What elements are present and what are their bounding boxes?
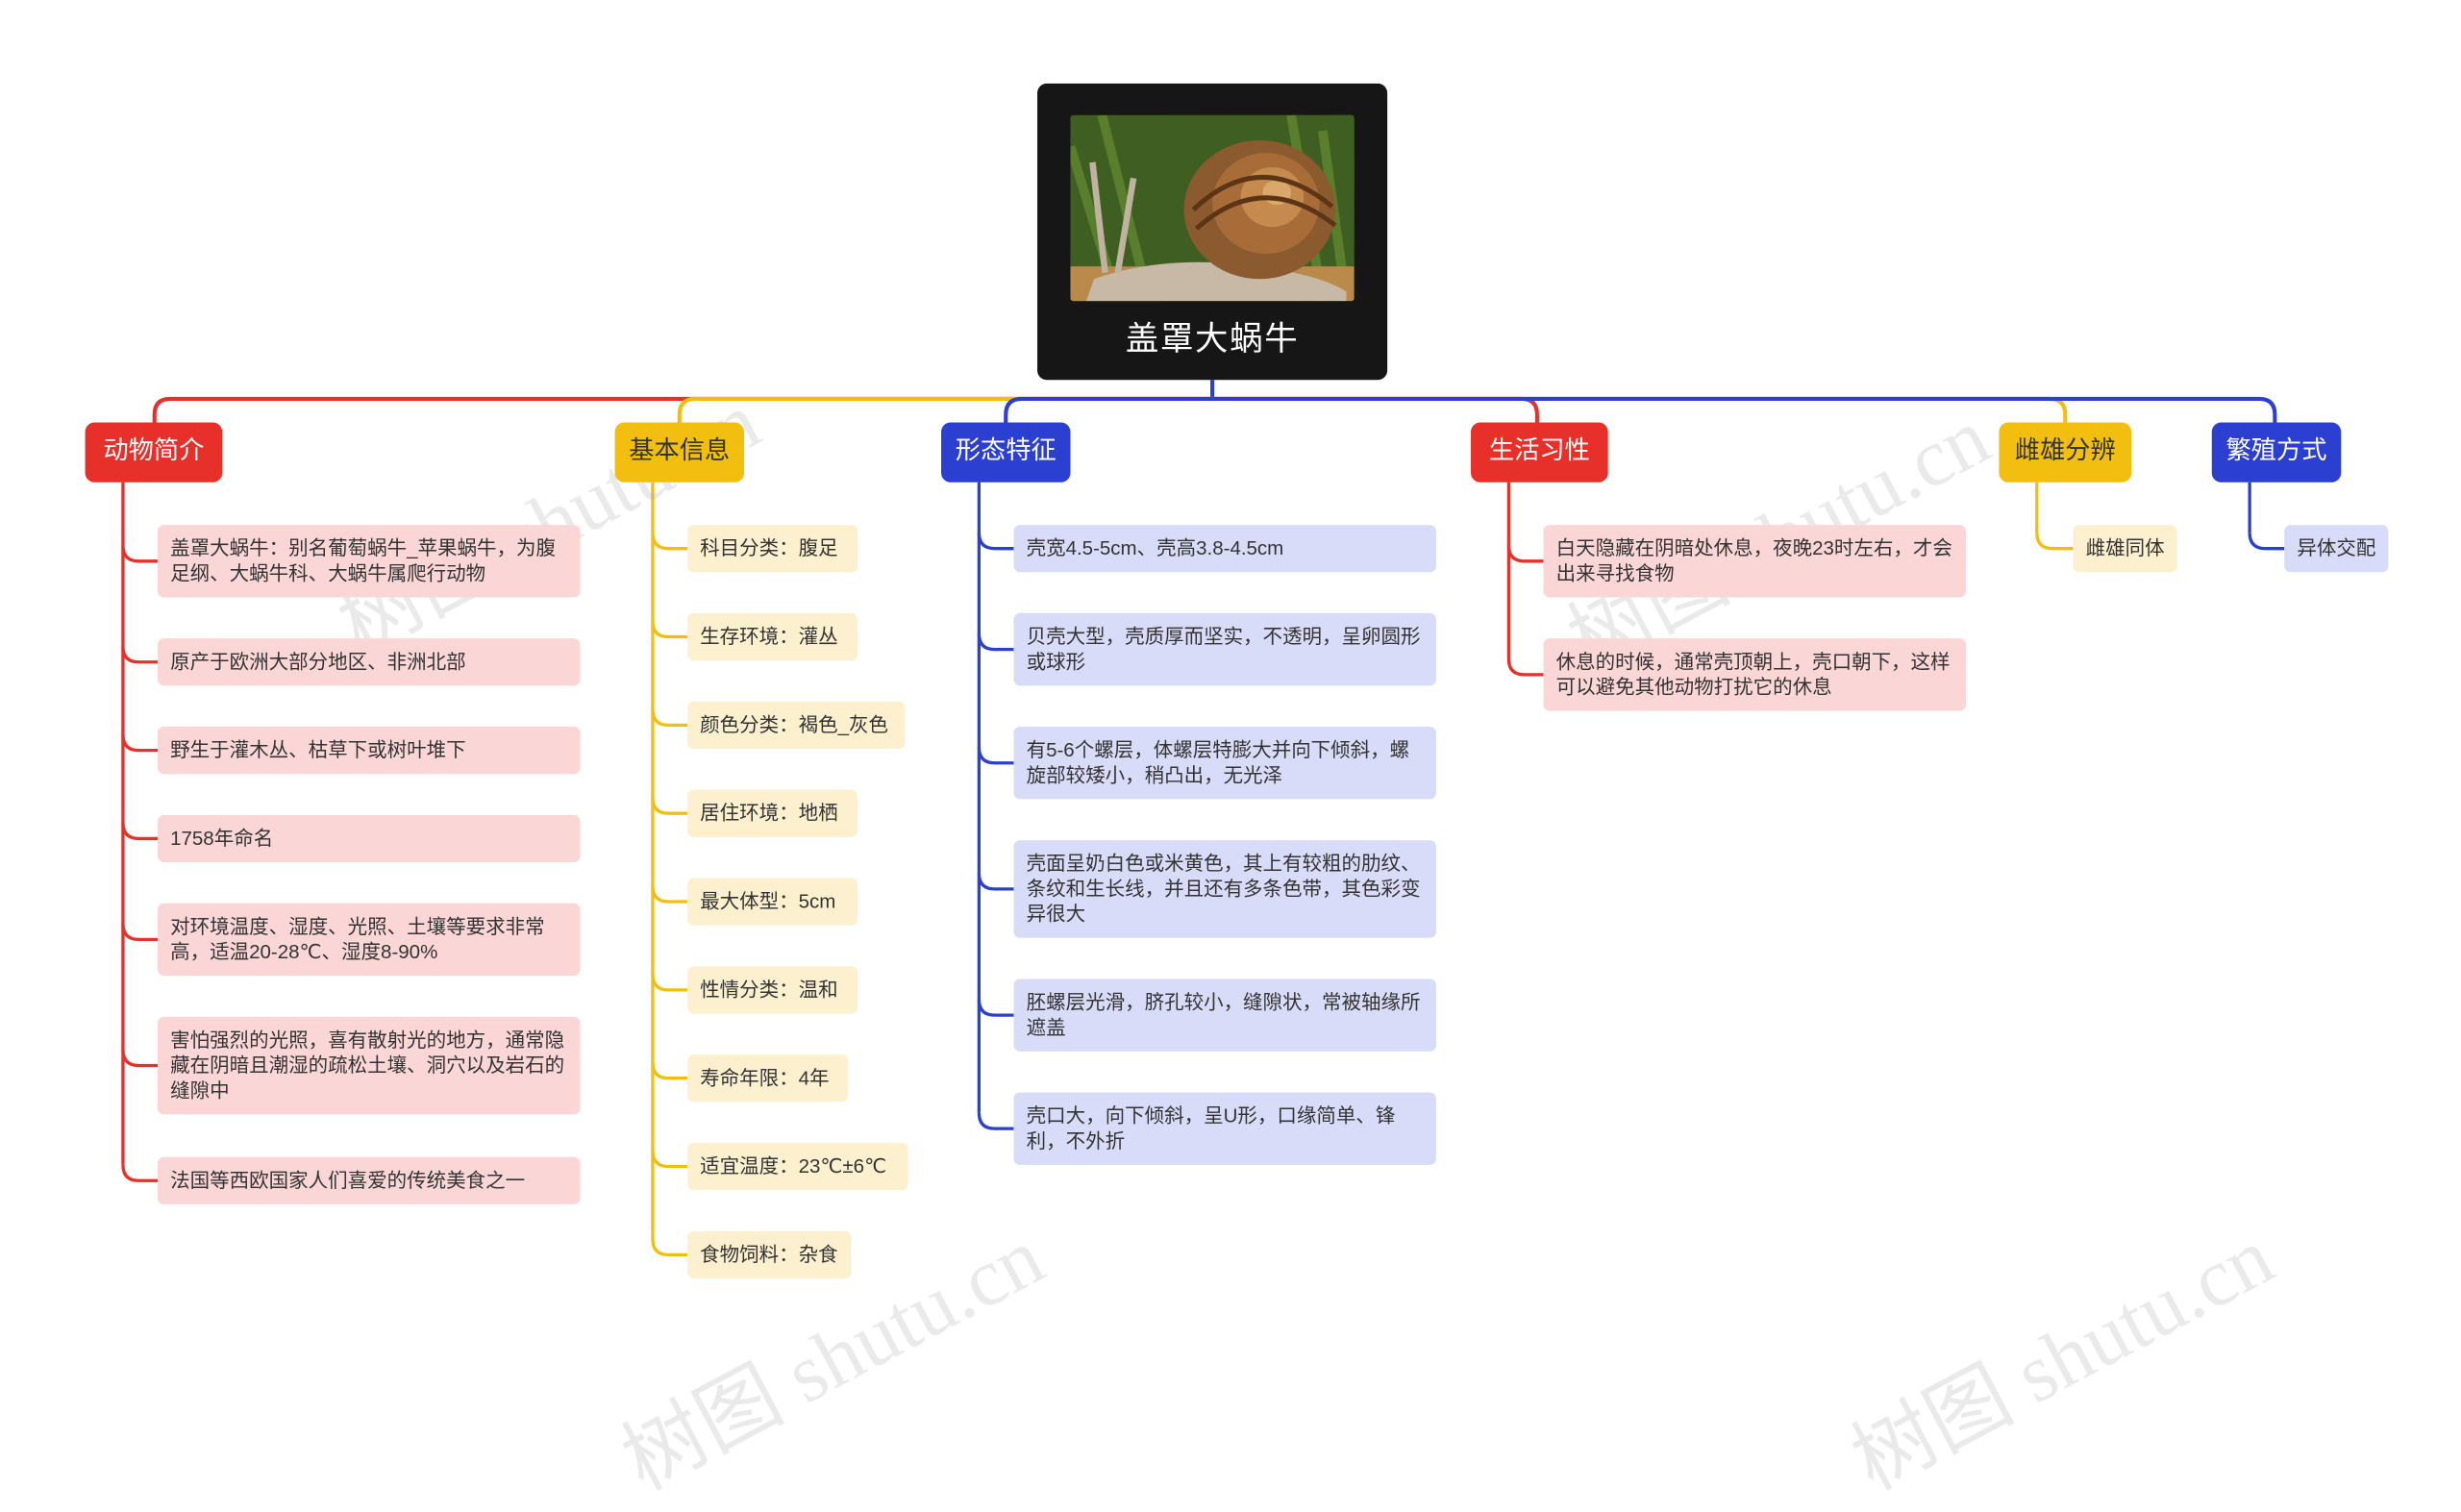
leaf-node[interactable]: 原产于欧洲大部分地区、非洲北部	[157, 638, 581, 686]
leaf-node[interactable]: 盖罩大蜗牛：别名葡萄蜗牛_苹果蜗牛，为腹足纲、大蜗牛科、大蜗牛属爬行动物	[157, 525, 581, 598]
leaf-node[interactable]: 白天隐藏在阴暗处休息，夜晚23时左右，才会出来寻找食物	[1543, 525, 1966, 598]
leaf-node[interactable]: 害怕强烈的光照，喜有散射光的地方，通常隐藏在阴暗且潮湿的疏松土壤、洞穴以及岩石的…	[157, 1016, 581, 1115]
leaf-node[interactable]: 贝壳大型，壳质厚而坚实，不透明，呈卵圆形或球形	[1013, 612, 1436, 686]
leaf-node[interactable]: 异体交配	[2284, 525, 2389, 573]
leaf-node[interactable]: 雌雄同体	[2073, 525, 2177, 573]
leaf-node[interactable]: 性情分类：温和	[686, 966, 858, 1014]
snail-photo	[1070, 114, 1355, 302]
leaf-node[interactable]: 壳口大，向下倾斜，呈U形，口缘简单、锋利，不外折	[1013, 1092, 1436, 1165]
leaf-node[interactable]: 食物饲料：杂食	[686, 1230, 852, 1278]
branch-node[interactable]: 形态特征	[941, 422, 1071, 483]
leaf-node[interactable]: 最大体型：5cm	[686, 878, 858, 926]
branch-node[interactable]: 雌雄分辨	[1999, 422, 2132, 483]
leaf-node[interactable]: 法国等西欧国家人们喜爱的传统美食之一	[157, 1156, 581, 1204]
leaf-node[interactable]: 1758年命名	[157, 814, 581, 863]
branch-node[interactable]: 生活习性	[1471, 422, 1608, 483]
leaf-node[interactable]: 适宜温度：23℃±6℃	[686, 1142, 908, 1191]
leaf-node[interactable]: 颜色分类：褐色_灰色	[686, 701, 906, 749]
leaf-node[interactable]: 野生于灌木丛、枯草下或树叶堆下	[157, 726, 581, 775]
connector-lines	[121, 380, 2285, 1257]
leaf-node[interactable]: 对环境温度、湿度、光照、土壤等要求非常高，适温20-28℃、湿度8-90%	[157, 903, 581, 977]
branch-node[interactable]: 基本信息	[614, 422, 745, 483]
leaf-node[interactable]: 科目分类：腹足	[686, 525, 858, 573]
leaf-node[interactable]: 壳宽4.5-5cm、壳高3.8-4.5cm	[1013, 525, 1436, 573]
branch-node[interactable]: 动物简介	[85, 422, 223, 483]
leaf-node[interactable]: 生存环境：灌丛	[686, 612, 858, 661]
leaf-node[interactable]: 寿命年限：4年	[686, 1054, 849, 1103]
branch-node[interactable]: 繁殖方式	[2211, 422, 2342, 483]
leaf-node[interactable]: 壳面呈奶白色或米黄色，其上有较粗的肋纹、条纹和生长线，并且还有多条色带，其色彩变…	[1013, 840, 1436, 938]
leaf-node[interactable]: 胚螺层光滑，脐孔较小，缝隙状，常被轴缘所遮盖	[1013, 979, 1436, 1052]
leaf-node[interactable]: 居住环境：地栖	[686, 789, 858, 837]
root-title: 盖罩大蜗牛	[1125, 321, 1300, 359]
mindmap-canvas: 树图 shutu.cn 树图 shutu.cn 树图 shutu.cn 树图 s…	[85, 83, 2389, 1507]
root-node[interactable]: 盖罩大蜗牛	[1037, 83, 1388, 381]
leaf-node[interactable]: 有5-6个螺层，体螺层特膨大并向下倾斜，螺旋部较矮小，稍凸出，无光泽	[1013, 726, 1436, 800]
leaf-node[interactable]: 休息的时候，通常壳顶朝上，壳口朝下，这样可以避免其他动物打扰它的休息	[1543, 638, 1966, 711]
